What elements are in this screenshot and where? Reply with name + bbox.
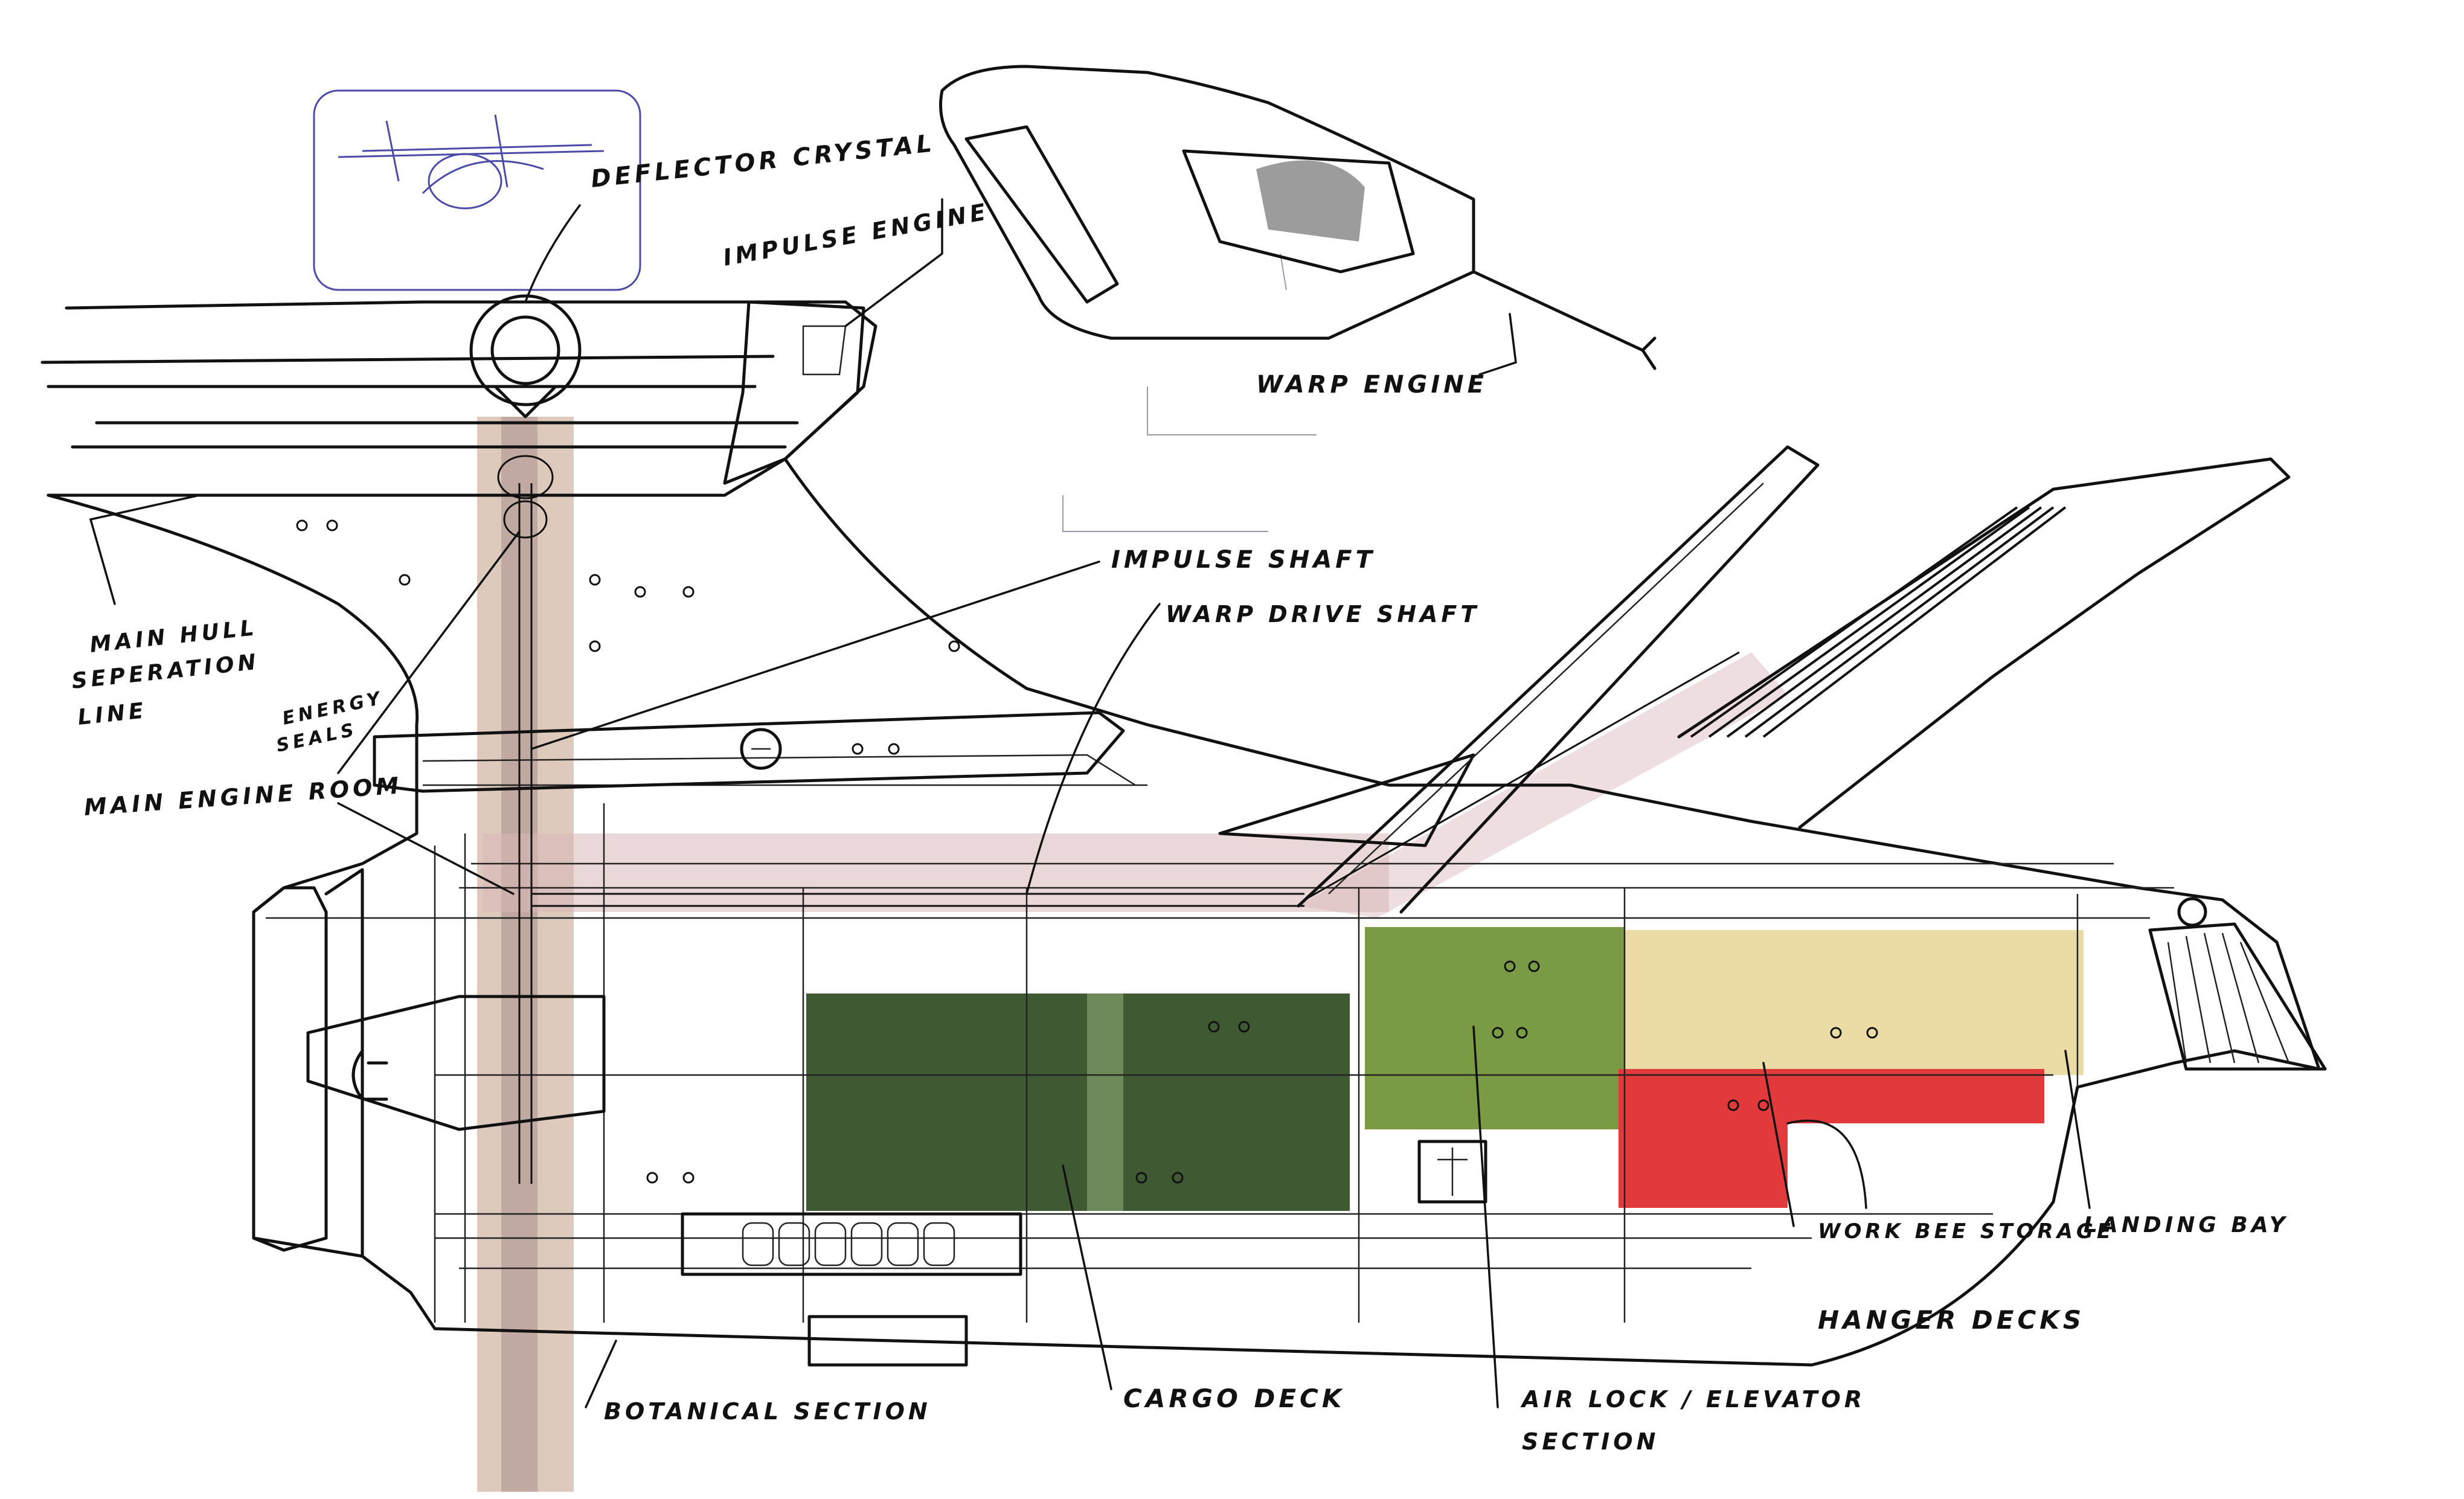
label-impulse-shaft: IMPULSE SHAFT <box>1111 546 1376 574</box>
botanical-windows <box>681 1212 1022 1276</box>
workbee-fill <box>1625 930 2084 1075</box>
label-main-engine-room: MAIN ENGINE ROOM <box>83 772 403 821</box>
warp-shaft-fill <box>483 833 1389 912</box>
warp-engine-nacelle <box>939 65 1475 340</box>
landing-bay-outline <box>2148 922 2327 1071</box>
label-airlock-1: AIR LOCK / ELEVATOR <box>1520 1386 1866 1413</box>
label-warp-engine: WARP ENGINE <box>1256 371 1487 399</box>
label-deflector-crystal: DEFLECTOR CRYSTAL <box>589 129 937 193</box>
deflector-crystal-circle <box>469 294 582 406</box>
label-main-hull-1: MAIN HULL <box>89 615 259 658</box>
label-impulse-engine: IMPULSE ENGINE <box>721 198 991 271</box>
label-main-hull-3: LINE <box>77 698 149 730</box>
label-airlock-2: SECTION <box>1522 1428 1659 1455</box>
secondary-hull-outline <box>47 457 2321 1367</box>
label-hanger-decks: HANGER DECKS <box>1818 1305 2085 1335</box>
labels: DEFLECTOR CRYSTAL IMPULSE ENGINE WARP EN… <box>71 129 2289 1455</box>
right-nacelle <box>1677 457 2291 829</box>
leader-lines <box>89 198 2091 1408</box>
impulse-shaft-chain <box>497 455 554 1184</box>
impulse-shaft-fill <box>477 417 574 1492</box>
hull-linework <box>40 65 2327 1367</box>
label-botanical-section: BOTANICAL SECTION <box>604 1398 931 1425</box>
label-cargo-deck: CARGO DECK <box>1123 1384 1345 1413</box>
hanger-decks-fill <box>1619 1069 2044 1208</box>
pencil-sketches <box>313 89 1317 532</box>
warp-shaft-chain <box>531 651 1740 907</box>
label-workbee-storage: WORK BEE STORAGE <box>1818 1219 2114 1244</box>
label-landing-bay: LANDING BAY <box>2084 1213 2289 1237</box>
impulse-engine-block <box>723 300 865 485</box>
label-warp-drive-shaft: WARP DRIVE SHAFT <box>1166 601 1480 628</box>
warp-pylon <box>1297 445 1820 914</box>
cargo-deck-fill <box>806 993 1350 1211</box>
